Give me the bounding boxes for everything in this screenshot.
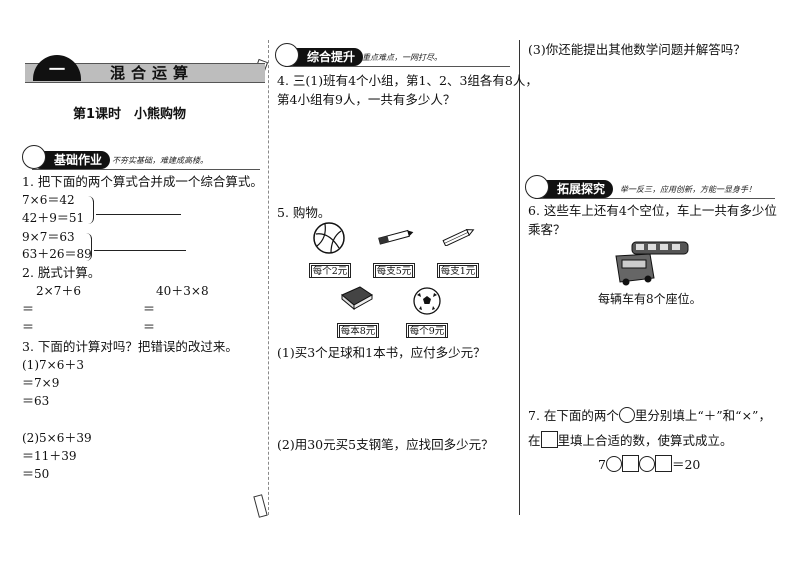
q5-sub2: (2)用30元买5支钢笔，应找回多少元？ bbox=[277, 437, 494, 452]
q6-line1: 6. 这些车上还有4个空位，车上一共有多少位 bbox=[528, 203, 777, 218]
q5-sub1: (1)买3个足球和1本书，应付多少元？ bbox=[277, 345, 486, 360]
number-blank[interactable] bbox=[621, 455, 639, 472]
price-tag: 每支5元 bbox=[373, 263, 415, 278]
q5-sub3: (3)你还能提出其他数学问题并解答吗？ bbox=[528, 42, 746, 57]
q3-prompt: 3. 下面的计算对吗？把错误的改过来。 bbox=[22, 339, 238, 354]
q7-eq-start: 7 bbox=[598, 457, 606, 472]
price-tag: 每本8元 bbox=[337, 323, 379, 338]
pen-icon bbox=[375, 229, 415, 245]
operator-blank[interactable] bbox=[605, 456, 622, 472]
q6-caption: 每辆车有8个座位。 bbox=[598, 292, 702, 306]
section-rule bbox=[32, 169, 260, 170]
lesson-title: 第1课时 小熊购物 bbox=[73, 107, 187, 122]
answer-line bbox=[94, 250, 186, 251]
q7-line1-text: 7. 在下面的两个 bbox=[528, 408, 619, 423]
pencil-icon bbox=[253, 494, 268, 518]
unit-number-badge: 一 bbox=[33, 55, 81, 81]
pencil-icon bbox=[440, 228, 476, 247]
q3-p1-line: (1)7×6＋3 bbox=[22, 358, 84, 372]
q7-line1-text-b: 里分别填上“＋”和“×”， bbox=[634, 408, 771, 423]
q4-line2: 第4小组有9人，一共有多少人？ bbox=[277, 92, 456, 107]
mascot-icon bbox=[525, 175, 549, 199]
answer-line bbox=[96, 214, 181, 215]
volleyball-icon bbox=[313, 222, 345, 254]
price-tag: 每个9元 bbox=[406, 323, 448, 338]
q3-p2-line: (2)5×6＋39 bbox=[22, 431, 92, 445]
section-note-basic: 不夯实基础，难建成高楼。 bbox=[112, 156, 208, 165]
q7-line2-text: 在 bbox=[528, 433, 541, 448]
q1-eq-b2: 63＋26＝89 bbox=[22, 247, 92, 261]
section-tag-basic: 基础作业 bbox=[32, 151, 111, 169]
q7-equation: 7 ＝20 bbox=[598, 455, 700, 473]
q1-prompt: 1. 把下面的两个算式合并成一个综合算式。 bbox=[22, 174, 263, 189]
q2-eq-sign: ＝ bbox=[22, 320, 35, 334]
q7-eq-end: ＝20 bbox=[671, 457, 701, 472]
q3-p2-line: ＝11＋39 bbox=[22, 449, 77, 463]
q4-line1: 4. 三(1)班有4个小组，第1、2、3组各有8人， bbox=[277, 73, 538, 88]
column-divider-left bbox=[268, 40, 269, 515]
football-icon bbox=[413, 287, 441, 315]
section-note-explore: 举一反三，应用创新，方能一显身手！ bbox=[620, 185, 756, 194]
unit-header-bar bbox=[25, 63, 265, 83]
section-rule bbox=[285, 66, 510, 67]
q2-eq-sign: ＝ bbox=[143, 320, 156, 334]
section-tag-explore: 拓展探究 bbox=[535, 180, 614, 198]
q7-line2: 在 里填上合适的数，使算式成立。 bbox=[528, 431, 733, 449]
price-tag: 每支1元 bbox=[437, 263, 479, 278]
q1-eq-b1: 9×7＝63 bbox=[22, 230, 75, 244]
brace bbox=[88, 196, 94, 224]
mascot-icon bbox=[275, 43, 299, 67]
q5-prompt: 5. 购物。 bbox=[277, 205, 331, 220]
circle-blank bbox=[618, 407, 635, 423]
q3-p1-line: ＝63 bbox=[22, 394, 50, 408]
q7-line2-text-b: 里填上合适的数，使算式成立。 bbox=[557, 433, 733, 448]
q2-expr-1: 2×7＋6 bbox=[36, 284, 81, 298]
number-blank[interactable] bbox=[654, 455, 672, 472]
section-note-combo: 重点难点，一网打尽。 bbox=[362, 53, 442, 62]
operator-blank[interactable] bbox=[638, 456, 655, 472]
unit-number: 一 bbox=[48, 60, 65, 79]
section-rule bbox=[535, 198, 775, 199]
q2-prompt: 2. 脱式计算。 bbox=[22, 265, 101, 280]
brace bbox=[86, 233, 92, 261]
q1-eq-a2: 42＋9＝51 bbox=[22, 211, 85, 225]
q2-eq-sign: ＝ bbox=[143, 302, 156, 316]
q2-eq-sign: ＝ bbox=[22, 302, 35, 316]
q6-line2: 乘客？ bbox=[528, 222, 566, 237]
bus-icon bbox=[610, 238, 690, 286]
unit-title: 混合运算 bbox=[110, 64, 195, 82]
section-tag-combo: 综合提升 bbox=[285, 48, 364, 66]
q3-p2-line: ＝50 bbox=[22, 467, 50, 481]
q3-p1-line: ＝7×9 bbox=[22, 376, 60, 390]
book-icon bbox=[340, 285, 374, 311]
square-blank bbox=[540, 431, 558, 448]
q7-line1: 7. 在下面的两个里分别填上“＋”和“×”， bbox=[528, 407, 771, 424]
q2-expr-2: 40＋3×8 bbox=[156, 284, 209, 298]
mascot-icon bbox=[22, 145, 46, 169]
column-divider-right bbox=[519, 40, 520, 515]
q1-eq-a1: 7×6＝42 bbox=[22, 193, 75, 207]
price-tag: 每个2元 bbox=[309, 263, 351, 278]
